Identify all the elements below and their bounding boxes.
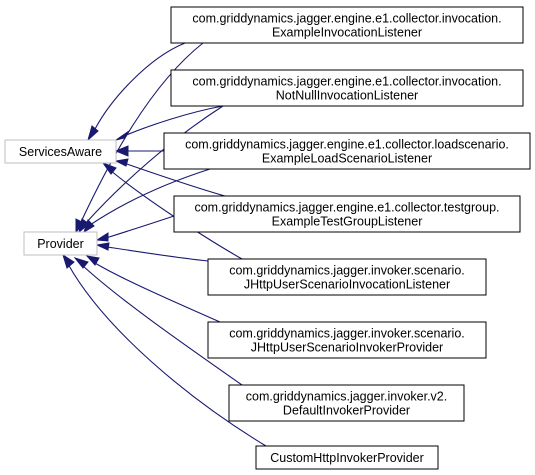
inheritance-arrow-line	[123, 105, 224, 137]
edge-default-invoker-provider-to-provider	[73, 257, 243, 386]
class-node-example-test-group-listener[interactable]: com.griddynamics.jagger.engine.e1.collec…	[173, 195, 521, 233]
class-box	[228, 384, 465, 422]
class-name-line: Provider	[37, 237, 84, 251]
arrowhead-icon	[85, 255, 100, 266]
edge-example-load-scenario-listener-to-provider	[83, 168, 211, 234]
inheritance-arrow-line	[109, 169, 243, 260]
class-box	[170, 6, 524, 44]
class-name-line: JHttpUserScenarioInvocationListener	[244, 278, 450, 292]
edge-example-invocation-listener-to-services-aware	[87, 42, 186, 142]
class-box	[255, 445, 439, 470]
arrowhead-icon	[95, 242, 110, 251]
inheritance-arrow-line	[81, 264, 243, 386]
class-box	[23, 231, 98, 256]
arrowhead-icon	[114, 145, 129, 157]
class-node-jhttp-user-scenario-invocation-listener[interactable]: com.griddynamics.jagger.invoker.scenario…	[207, 258, 487, 296]
class-box	[163, 132, 531, 170]
inheritance-arrow-line	[67, 263, 267, 447]
class-name-line: com.griddynamics.jagger.invoker.scenario…	[229, 327, 465, 341]
class-node-custom-http-invoker-provider[interactable]: CustomHttpInvokerProvider	[255, 445, 439, 470]
class-box	[207, 321, 487, 359]
class-name-line: com.griddynamics.jagger.engine.e1.collec…	[192, 75, 501, 89]
arrowhead-icon	[114, 158, 129, 167]
class-name-line: ExampleInvocationListener	[272, 26, 422, 40]
arrowhead-icon	[78, 218, 90, 234]
class-name-line: ExampleTestGroupListener	[272, 215, 423, 229]
edge-example-test-group-listener-to-provider	[95, 215, 175, 242]
class-name-line: DefaultInvokerProvider	[283, 404, 410, 418]
edge-example-test-group-listener-to-services-aware	[114, 158, 226, 197]
class-node-services-aware: ServicesAware	[4, 139, 117, 164]
edge-jhttp-user-scenario-invoker-provider-to-provider	[85, 255, 221, 323]
arrowhead-icon	[87, 125, 99, 142]
inheritance-arrow-line	[84, 105, 224, 225]
class-box	[173, 195, 521, 233]
class-name-line: com.griddynamics.jagger.engine.e1.collec…	[194, 201, 499, 215]
edges-layer	[62, 42, 267, 447]
arrowhead-icon	[83, 219, 95, 234]
class-name-line: ServicesAware	[19, 145, 102, 159]
class-name-line: CustomHttpInvokerProvider	[270, 451, 424, 465]
inheritance-arrow-line	[123, 162, 226, 197]
class-node-provider: Provider	[23, 231, 98, 256]
class-box	[207, 258, 487, 296]
class-name-line: NotNullInvocationListener	[276, 89, 418, 103]
arrowhead-icon	[62, 253, 75, 269]
class-node-default-invoker-provider[interactable]: com.griddynamics.jagger.invoker.v2.Defau…	[228, 384, 465, 422]
class-node-example-invocation-listener[interactable]: com.griddynamics.jagger.engine.e1.collec…	[170, 6, 524, 44]
inheritance-arrow-line	[94, 262, 221, 323]
class-node-example-load-scenario-listener[interactable]: com.griddynamics.jagger.engine.e1.collec…	[163, 132, 531, 170]
inheritance-arrow-line	[89, 168, 211, 226]
edge-not-null-invocation-listener-to-provider	[78, 105, 224, 234]
arrowhead-icon	[95, 232, 109, 242]
inheritance-arrow-line	[93, 42, 186, 132]
class-box	[170, 69, 524, 107]
edge-custom-http-invoker-provider-to-provider	[62, 253, 267, 447]
class-node-jhttp-user-scenario-invoker-provider[interactable]: com.griddynamics.jagger.invoker.scenario…	[207, 321, 487, 359]
class-name-line: com.griddynamics.jagger.invoker.scenario…	[229, 264, 465, 278]
class-name-line: JHttpUserScenarioInvokerProvider	[251, 341, 443, 355]
class-name-line: com.griddynamics.jagger.invoker.v2.	[246, 390, 447, 404]
class-name-line: ExampleLoadScenarioListener	[262, 152, 432, 166]
class-box	[4, 139, 117, 164]
inheritance-arrow-line	[79, 42, 204, 225]
class-node-not-null-invocation-listener[interactable]: com.griddynamics.jagger.engine.e1.collec…	[170, 69, 524, 107]
class-name-line: com.griddynamics.jagger.engine.e1.collec…	[185, 138, 509, 152]
edge-example-load-scenario-listener-to-services-aware	[114, 145, 164, 157]
inheritance-arrow-line	[106, 246, 209, 262]
arrowhead-icon	[73, 257, 89, 269]
inheritance-arrow-line	[105, 215, 175, 239]
edge-jhttp-user-scenario-invocation-listener-to-provider	[95, 242, 209, 262]
class-name-line: com.griddynamics.jagger.engine.e1.collec…	[192, 12, 501, 26]
